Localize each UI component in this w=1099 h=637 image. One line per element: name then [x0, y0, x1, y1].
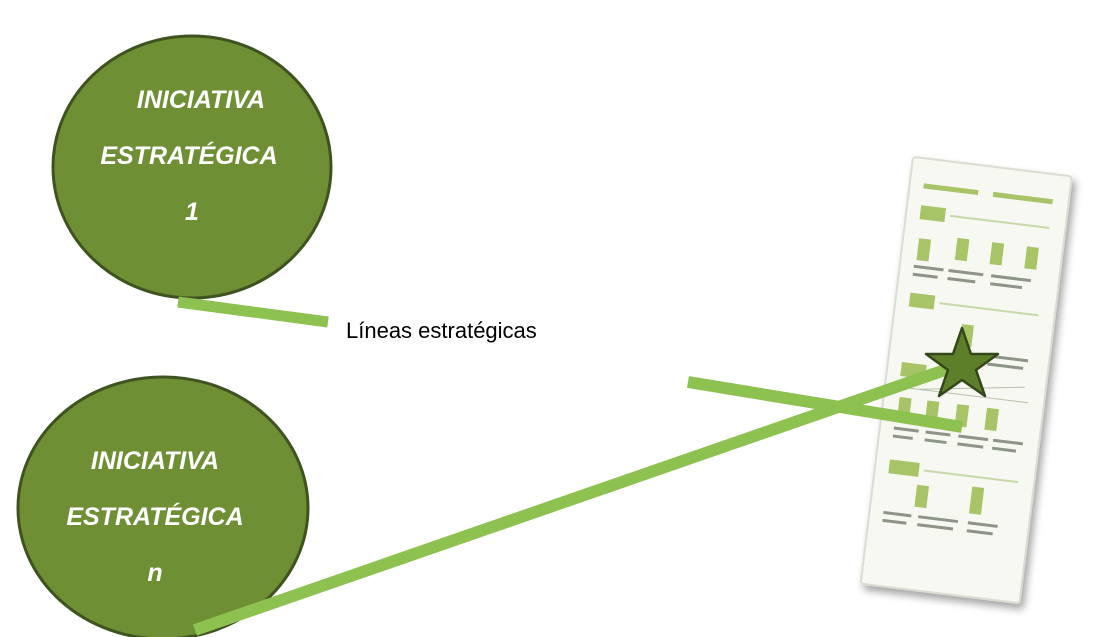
initiative-n-line1: INICIATIVA	[90, 447, 220, 475]
initiative-n-label: INICIATIVA ESTRATÉGICA n	[10, 433, 300, 601]
connector-2	[687, 376, 963, 433]
star-icon	[924, 326, 1000, 398]
initiative-n-line2: ESTRATÉGICA	[66, 503, 244, 531]
initiative-n-circle	[16, 375, 310, 637]
initiative-n-line3: n	[147, 559, 163, 587]
connector-3	[193, 356, 970, 636]
initiative-1-line2: ESTRATÉGICA	[100, 142, 278, 170]
connector-1	[177, 296, 329, 328]
initiative-1-line3: 1	[185, 198, 199, 226]
initiative-1-label: INICIATIVA ESTRATÉGICA 1	[42, 72, 342, 240]
connector-label: Líneas estratégicas	[346, 318, 537, 343]
initiative-1-line1: INICIATIVA	[136, 86, 266, 114]
initiative-1-circle	[51, 34, 333, 300]
